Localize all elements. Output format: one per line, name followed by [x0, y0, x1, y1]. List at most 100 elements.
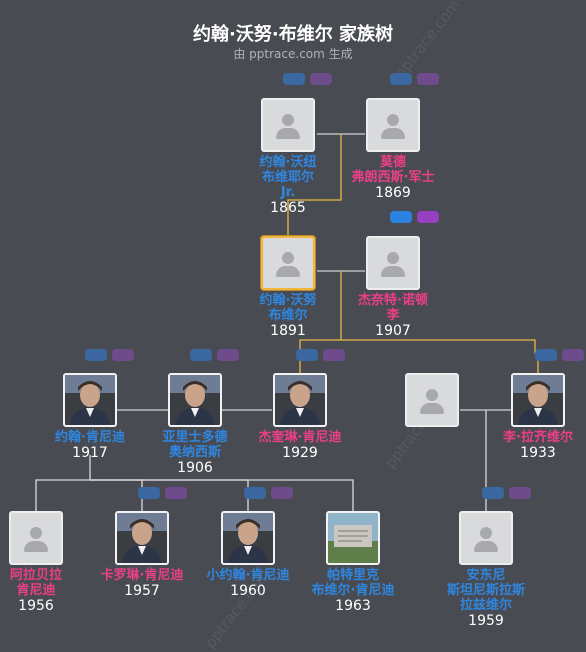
person-name-line: 李: [386, 308, 400, 323]
expand-relatives-button[interactable]: [190, 349, 212, 361]
birth-year: 1929: [282, 445, 318, 461]
expand-relatives-button[interactable]: [535, 349, 557, 361]
page-subtitle: 由 pptrace.com 生成: [233, 47, 353, 61]
parent-child-line: [341, 339, 539, 373]
expand-relatives-button[interactable]: [244, 487, 266, 499]
avatar-placeholder-icon[interactable]: [459, 511, 513, 565]
avatar-placeholder-icon[interactable]: [366, 236, 420, 290]
add-relative-button[interactable]: [417, 73, 439, 85]
person-name-line: 阿拉贝拉: [9, 568, 62, 583]
add-relative-button[interactable]: [271, 487, 293, 499]
person-name-line: 卡罗琳·肯尼迪: [100, 568, 184, 583]
person-name-line: 斯坦尼斯拉斯: [446, 583, 525, 598]
avatar-body: [276, 128, 300, 139]
node-action-buttons: [190, 349, 240, 363]
parent-child-line: [90, 479, 143, 511]
avatar-placeholder-icon[interactable]: [366, 98, 420, 152]
expand-relatives-button[interactable]: [85, 349, 107, 361]
avatar-placeholder-icon[interactable]: [261, 236, 315, 290]
person-name-line: Jr.: [280, 185, 296, 200]
person-name-line: 布维耶尔: [261, 170, 314, 185]
birth-year: 1933: [520, 445, 556, 461]
expand-relatives-button[interactable]: [390, 211, 412, 223]
person-name-line: 布维尔·肯尼迪: [311, 583, 395, 598]
person-name-line: 约翰·沃努: [259, 293, 317, 308]
node-action-buttons: [390, 73, 440, 87]
add-relative-button[interactable]: [562, 349, 584, 361]
node-action-buttons: [138, 487, 188, 501]
add-relative-button[interactable]: [417, 211, 439, 223]
expand-relatives-button[interactable]: [138, 487, 160, 499]
avatar-body: [24, 541, 48, 552]
connector-lines: [35, 133, 539, 511]
parent-child-line: [90, 479, 354, 511]
avatar-placeholder-icon[interactable]: [9, 511, 63, 565]
person-name-line: 杰奈特·诺顿: [358, 293, 428, 308]
portrait-photo[interactable]: [168, 373, 222, 427]
expand-relatives-button[interactable]: [482, 487, 504, 499]
expand-relatives-button[interactable]: [390, 73, 412, 85]
portrait-photo[interactable]: [511, 373, 565, 427]
person-name-line: 李·拉齐维尔: [503, 430, 573, 445]
person-name-line: 小约翰·肯尼迪: [206, 568, 290, 583]
add-relative-button[interactable]: [217, 349, 239, 361]
expand-relatives-button[interactable]: [296, 349, 318, 361]
portrait-photo[interactable]: [63, 373, 117, 427]
portrait-photo[interactable]: [115, 511, 169, 565]
add-relative-button[interactable]: [509, 487, 531, 499]
page-title: 约翰·沃努·布维尔 家族树: [193, 24, 393, 45]
node-action-buttons: [482, 487, 532, 501]
person-name: 杰奈特·诺顿李: [323, 293, 463, 323]
add-relative-button[interactable]: [165, 487, 187, 499]
person-name-line: 帕特里克: [326, 568, 379, 583]
parent-child-line: [287, 134, 342, 236]
add-relative-button[interactable]: [323, 349, 345, 361]
birth-year: 1917: [72, 445, 108, 461]
node-action-buttons: [85, 349, 135, 363]
avatar-placeholder-icon[interactable]: [405, 373, 459, 427]
add-relative-button[interactable]: [310, 73, 332, 85]
birth-year: 1960: [230, 583, 266, 599]
birth-year: 1963: [335, 598, 371, 614]
node-action-buttons: [244, 487, 294, 501]
expand-relatives-button[interactable]: [283, 73, 305, 85]
person-card[interactable]: [362, 373, 502, 427]
avatar-head: [30, 527, 42, 539]
person-name: 帕特里克布维尔·肯尼迪: [283, 568, 423, 598]
avatar-head: [282, 114, 294, 126]
person-name: 李·拉齐维尔: [468, 430, 586, 445]
avatar-body: [276, 266, 300, 277]
portrait-photo[interactable]: [273, 373, 327, 427]
gravestone-photo[interactable]: [326, 511, 380, 565]
avatar-placeholder-icon[interactable]: [261, 98, 315, 152]
avatar-body: [474, 541, 498, 552]
birth-year: 1865: [270, 200, 306, 216]
node-action-buttons: [283, 73, 333, 87]
avatar-head: [480, 527, 492, 539]
portrait-photo[interactable]: [221, 511, 275, 565]
birth-year: 1891: [270, 323, 306, 339]
person-name-line: 莫德: [379, 155, 406, 170]
person-name-line: 布维尔: [268, 308, 308, 323]
birth-year: 1959: [468, 613, 504, 629]
person-name: 杰奎琳·肯尼迪: [230, 430, 370, 445]
person-name: 卡罗琳·肯尼迪: [72, 568, 212, 583]
node-action-buttons: [535, 349, 585, 363]
add-relative-button[interactable]: [112, 349, 134, 361]
person-name-line: 肯尼迪: [16, 583, 56, 598]
